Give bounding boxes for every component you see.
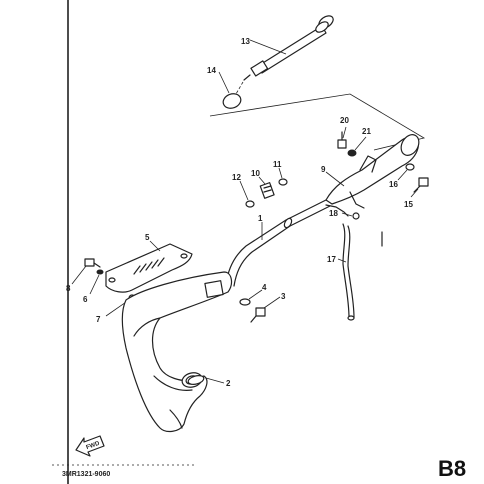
guide-line [235,81,244,95]
label-part-15: 15 [404,200,413,209]
forward-label: FWD [86,441,102,452]
catalog-code: 3MR1321-9060 [62,471,110,478]
label-part-17: 17 [327,255,336,264]
label-part-5: 5 [145,233,150,242]
forward-arrow-icon: FWD [75,435,105,457]
part-3-bolt [250,307,266,323]
part-15-bolt [413,177,429,193]
label-part-2: 2 [226,379,231,388]
leader-3 [263,296,281,309]
leader-9 [325,171,345,187]
leader-12 [239,180,249,201]
label-part-9: 9 [321,165,326,174]
leader-8 [71,265,87,285]
part-20-bolt [337,131,347,149]
group-frame [209,93,426,151]
leader-14 [218,71,230,94]
part-8-screw [84,258,101,268]
label-part-12: 12 [232,173,241,182]
part-9-muffler [325,134,420,209]
label-part-3: 3 [281,292,286,301]
label-part-13: 13 [241,37,250,46]
page-marker: B8 [438,456,466,481]
leader-5 [149,240,161,252]
part-16-washer [405,163,415,171]
part-2-gasket [187,375,205,385]
label-part-18: 18 [329,209,338,218]
part-11-nut [278,178,288,186]
label-part-10: 10 [251,169,260,178]
leader-13 [249,39,287,55]
label-part-21: 21 [362,127,371,136]
leader-2 [205,377,225,384]
leader-20 [342,126,347,139]
part-13-rod [243,15,334,81]
label-part-14: 14 [207,66,216,75]
leader-16 [397,169,408,181]
part-17-stay [342,223,355,321]
label-part-11: 11 [273,160,282,169]
label-part-8: 8 [66,284,71,293]
part-10-clamp [259,182,275,199]
part-6-washer [96,269,104,275]
label-part-1: 1 [258,214,263,223]
part-5-protector [105,243,193,293]
leader-11 [278,167,283,179]
part-12-washer [245,200,255,208]
leader-15 [410,188,419,198]
part-21-washer [347,149,357,157]
leader-17 [337,258,347,263]
part-4-washer [239,298,251,306]
label-part-4: 4 [262,283,267,292]
leader-18 [341,212,353,217]
label-part-16: 16 [389,180,398,189]
part-14-o-ring [222,93,242,109]
part-18-collar [352,212,360,220]
expansion-chamber [121,271,233,433]
label-part-7: 7 [96,315,101,324]
leader-6 [89,274,100,295]
leader-10 [258,176,266,185]
leader-21 [354,136,367,151]
label-part-6: 6 [83,295,88,304]
label-part-20: 20 [340,116,349,125]
leader-4 [248,289,263,300]
